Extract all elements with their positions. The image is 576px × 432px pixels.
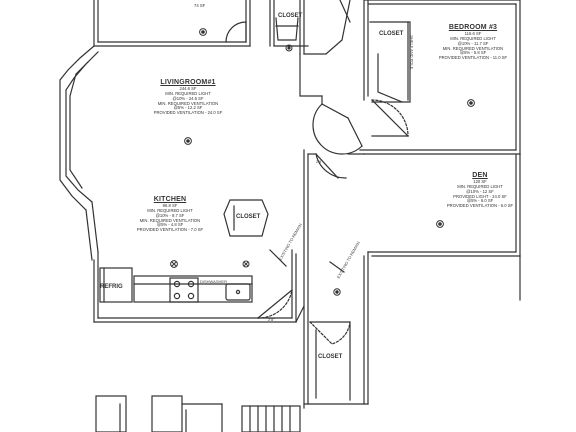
- dishwasher-label: DISHWASHER: [200, 279, 227, 284]
- bedroom-line: 116.6 SF: [464, 31, 482, 37]
- kitchen-line: PROVIDED VENTILATION - 7.0 SF: [136, 227, 204, 233]
- kitchen-line: @5% - 4.8 SF: [156, 222, 184, 228]
- exterior-wall-left: [59, 0, 297, 323]
- top-closet-outline: [275, 17, 299, 41]
- light-fixture-icon: [333, 288, 341, 296]
- top-partitions: [225, 0, 351, 105]
- shelf-note: SHELF AND POLE: [409, 35, 415, 70]
- closet-label-bottom: CLOSET: [318, 354, 343, 360]
- living-room-line: 244.6 SF: [179, 86, 197, 92]
- refrigerator-label: REFRIG: [100, 284, 123, 290]
- bedroom-line: MIN. REQUIRED VENTILATION: [442, 45, 504, 51]
- bedroom-line: @5% - 5.8 SF: [459, 50, 487, 56]
- living-room-name: LIVINGROOM#1: [160, 79, 216, 86]
- closet-label-bedroom: CLOSET: [379, 31, 404, 37]
- bedroom-line: @10% - 11.7 SF: [457, 40, 489, 46]
- den-label: DEN 120 SF MIN. REQUIRED LIGHT @10% - 12…: [432, 172, 528, 209]
- den-name: DEN: [472, 172, 488, 179]
- kitchen-line: 96.8 SF: [162, 203, 178, 209]
- light-fixture-icon: [184, 137, 192, 145]
- living-room-line: PROVIDED VENTILATION - 24.0 SF: [153, 110, 223, 116]
- kitchen-line: @10% - 9.7 SF: [155, 212, 185, 218]
- sink-icon: [225, 283, 251, 301]
- existing-fixture-markers: [269, 249, 345, 273]
- den-line: PROVIDED LIGHT - 24.0 SF: [453, 193, 507, 199]
- kitchen-line: MIN. REQUIRED VENTILATION: [139, 217, 201, 223]
- bedroom-line: MIN. REQUIRED LIGHT: [450, 35, 496, 41]
- den-line: 120 SF: [473, 179, 487, 185]
- bedroom-line: PROVIDED VENTILATION - 11.0 SF: [438, 55, 508, 61]
- door-size-tag-2: 2'8": [316, 159, 323, 164]
- kitchen-line: MIN. REQUIRED LIGHT: [147, 207, 193, 213]
- den-line: @10% - 12 SF: [466, 188, 494, 194]
- den-line: MIN. REQUIRED LIGHT: [457, 183, 503, 189]
- hall-door: [312, 103, 363, 155]
- kitchen-label: KITCHEN 96.8 SF MIN. REQUIRED LIGHT @10%…: [120, 196, 220, 233]
- junction-box-icon: [170, 260, 178, 268]
- closet-label-top: CLOSET: [278, 13, 303, 19]
- kitchen-closet-outline: [223, 199, 269, 237]
- living-room-line: @5% - 12.2 SF: [173, 105, 203, 111]
- light-fixture-icon: [436, 220, 444, 228]
- door-size-tag: 2'8": [268, 317, 275, 322]
- living-room-line: MIN. REQUIRED VENTILATION: [157, 100, 219, 106]
- stairs: [95, 395, 301, 432]
- bedroom-name: BEDROOM #3: [448, 24, 498, 31]
- top-room-area: 74 SF: [194, 3, 206, 8]
- living-room-line: MIN. REQUIRED LIGHT: [165, 90, 211, 96]
- bedroom-walls: [359, 0, 521, 155]
- den-line: PROVIDED VENTILATION - 6.0 SF: [446, 203, 514, 209]
- den-walls: [303, 149, 521, 409]
- stove-icon: [169, 277, 199, 303]
- light-fixture-icon: [199, 28, 207, 36]
- living-room-line: @10% - 24.5 SF: [172, 95, 204, 101]
- light-fixture-icon: [467, 99, 475, 107]
- light-fixture-icon: [285, 44, 293, 52]
- living-room-label: LIVINGROOM#1 244.6 SF MIN. REQUIRED LIGH…: [128, 79, 248, 116]
- bedroom-label: BEDROOM #3 116.6 SF MIN. REQUIRED LIGHT …: [420, 24, 526, 61]
- den-line: @5% - 6.0 SF: [466, 198, 494, 204]
- kitchen-openings: [257, 249, 305, 323]
- junction-box-icon: [242, 260, 250, 268]
- kitchen-name: KITCHEN: [153, 196, 187, 203]
- closet-label-kitchen: CLOSET: [236, 214, 261, 220]
